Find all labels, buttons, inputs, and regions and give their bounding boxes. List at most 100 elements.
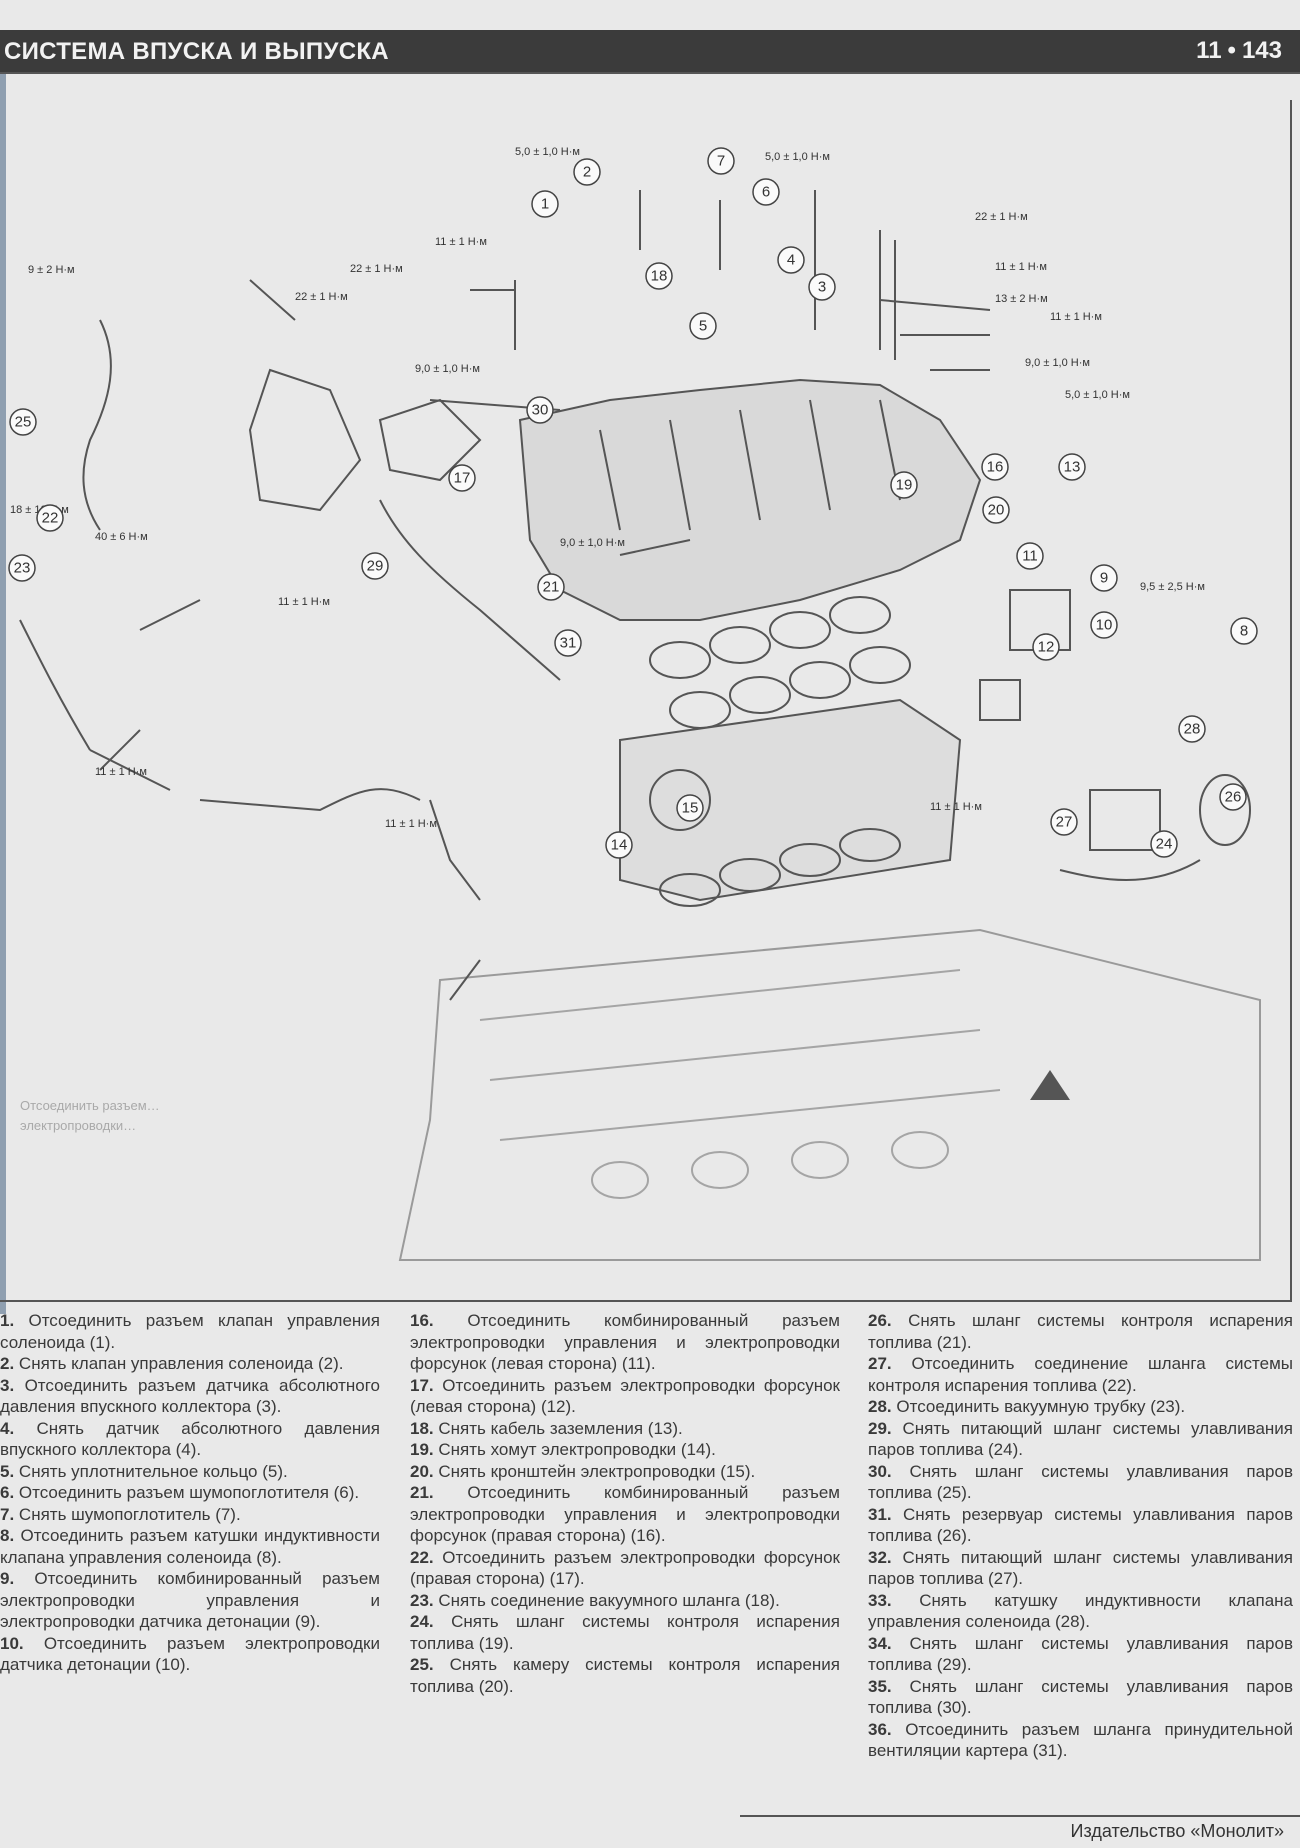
step-30: 30. Снять шланг системы улавливания паро… [868,1461,1293,1503]
step-24: 24. Снять шланг системы контроля испарен… [410,1612,840,1653]
svg-text:19: 19 [896,477,913,494]
svg-text:28: 28 [1184,721,1201,738]
svg-text:30: 30 [532,402,549,419]
step-9: 9. Отсоединить комбинированный разъем эл… [0,1569,380,1631]
step-6: 6. Отсоединить разъем шумопоглотителя (6… [0,1483,360,1502]
publisher-label: Издательство «Монолит» [1070,1821,1284,1841]
svg-text:4: 4 [787,252,795,269]
svg-text:20: 20 [988,502,1005,519]
svg-text:9,0 ± 1,0 Н·м: 9,0 ± 1,0 Н·м [415,363,480,375]
step-31: 31. Снять резервуар системы улавливания … [868,1504,1293,1546]
page-number: 11•143 [1196,37,1282,65]
footer-rule [740,1815,1300,1817]
section-title: СИСТЕМА ВПУСКА И ВЫПУСКА [4,38,389,65]
gasket-upper [649,596,911,729]
step-35: 35. Снять шланг системы улавливания паро… [868,1676,1293,1718]
step-27: 27. Отсоединить соединение шланга систем… [868,1354,1293,1395]
step-8: 8. Отсоединить разъем катушки индуктивно… [0,1526,380,1567]
svg-text:8: 8 [1240,623,1248,640]
svg-text:25: 25 [15,414,32,431]
svg-text:9,0 ± 1,0 Н·м: 9,0 ± 1,0 Н·м [560,537,625,549]
svg-text:15: 15 [682,800,699,817]
step-17: 17. Отсоединить разъем электропроводки ф… [410,1375,840,1417]
step-21: 21. Отсоединить комбинированный разъем э… [410,1483,840,1545]
header-rule [0,72,1300,74]
page-header: СИСТЕМА ВПУСКА И ВЫПУСКА 11•143 [0,30,1300,72]
step-19: 19. Снять хомут электропроводки (14). [410,1440,716,1459]
svg-text:14: 14 [611,837,628,854]
svg-text:11 ± 1 Н·м: 11 ± 1 Н·м [995,261,1047,273]
svg-text:11 ± 1 Н·м: 11 ± 1 Н·м [278,596,330,608]
svg-text:22 ± 1 Н·м: 22 ± 1 Н·м [295,291,348,303]
instructions-column-2: 16. Отсоединить комбинированный разъем э… [410,1310,840,1697]
svg-text:13 ± 2 Н·м: 13 ± 2 Н·м [995,293,1048,305]
step-33: 33. Снять катушку индуктивности клапана … [868,1590,1293,1632]
step-2: 2. Снять клапан управления соленоида (2)… [0,1354,344,1373]
step-7: 7. Снять шумопоглотитель (7). [0,1504,241,1524]
svg-text:5,0 ± 1,0 Н·м: 5,0 ± 1,0 Н·м [1065,389,1130,401]
svg-text:11 ± 1 Н·м: 11 ± 1 Н·м [435,236,487,248]
svg-text:10: 10 [1096,617,1113,634]
separator-dot: • [1227,37,1236,64]
svg-text:17: 17 [454,470,471,487]
svg-text:22: 22 [42,510,59,527]
svg-text:5,0 ± 1,0 Н·м: 5,0 ± 1,0 Н·м [765,151,830,163]
svg-text:12: 12 [1038,639,1055,656]
svg-text:7: 7 [717,153,725,170]
svg-text:40 ± 6 Н·м: 40 ± 6 Н·м [95,531,148,543]
step-10: 10. Отсоединить разъем электропроводки д… [0,1633,380,1675]
svg-text:24: 24 [1156,836,1173,853]
svg-text:9: 9 [1100,570,1108,587]
svg-text:11 ± 1 Н·м: 11 ± 1 Н·м [385,818,437,830]
instructions-column-3: 26. Снять шланг системы контроля испарен… [868,1310,1293,1762]
step-1: 1. Отсоединить разъем клапан управления … [0,1311,380,1352]
svg-text:27: 27 [1056,814,1073,831]
step-25: 25. Снять камеру системы контроля испаре… [410,1655,840,1696]
svg-text:6: 6 [762,184,770,201]
svg-text:1: 1 [541,196,549,213]
svg-text:22 ± 1 Н·м: 22 ± 1 Н·м [350,263,403,275]
svg-text:16: 16 [987,459,1004,476]
svg-text:5,0 ± 1,0 Н·м: 5,0 ± 1,0 Н·м [515,146,580,158]
exploded-view-figure: Отсоединить разъем… электропроводки… 5,0… [0,100,1292,1302]
page-edge-strip [0,74,6,1314]
svg-text:9,0 ± 1,0 Н·м: 9,0 ± 1,0 Н·м [1025,357,1090,369]
step-18: 18. Снять кабель заземления (13). [410,1418,683,1438]
intake-manifold-diagram: Отсоединить разъем… электропроводки… 5,0… [8,146,1261,1261]
svg-text:29: 29 [367,558,384,575]
step-5: 5. Снять уплотнительное кольцо (5). [0,1461,288,1481]
step-20: 20. Снять кронштейн электропроводки (15)… [410,1461,756,1481]
step-34: 34. Снять шланг системы улавливания паро… [868,1633,1293,1675]
step-23: 23. Снять соединение вакуумного шланга (… [410,1590,780,1610]
svg-text:3: 3 [818,279,826,296]
step-26: 26. Снять шланг системы контроля испарен… [868,1311,1293,1352]
svg-text:5: 5 [699,318,707,335]
svg-text:2: 2 [583,164,591,181]
chapter-number: 11 [1196,37,1222,64]
svg-text:18: 18 [651,268,668,285]
svg-text:9 ± 2 Н·м: 9 ± 2 Н·м [28,264,75,276]
instructions-section: 1. Отсоединить разъем клапан управления … [0,1310,1300,1780]
step-28: 28. Отсоединить вакуумную трубку (23). [868,1397,1186,1416]
svg-text:22 ± 1 Н·м: 22 ± 1 Н·м [975,211,1028,223]
svg-text:31: 31 [560,635,577,652]
svg-text:11: 11 [1022,548,1038,565]
svg-text:Отсоединить разъем…: Отсоединить разъем… [20,1098,160,1113]
step-3: 3. Отсоединить разъем датчика абсолютног… [0,1375,380,1417]
page-number-value: 143 [1241,37,1282,64]
svg-text:21: 21 [543,579,560,596]
svg-text:23: 23 [14,560,31,577]
step-4: 4. Снять датчик абсолютного давления впу… [0,1418,381,1460]
step-32: 32. Снять питающий шланг системы улавлив… [868,1547,1293,1589]
step-16: 16. Отсоединить комбинированный разъем э… [410,1311,840,1373]
svg-text:электропроводки…: электропроводки… [20,1118,136,1133]
svg-text:11 ± 1 Н·м: 11 ± 1 Н·м [95,766,147,778]
svg-text:26: 26 [1225,789,1242,806]
step-29: 29. Снять питающий шланг системы улавлив… [868,1418,1293,1460]
svg-text:11 ± 1 Н·м: 11 ± 1 Н·м [930,801,982,813]
svg-text:9,5 ± 2,5 Н·м: 9,5 ± 2,5 Н·м [1140,581,1205,593]
instructions-column-1: 1. Отсоединить разъем клапан управления … [0,1310,380,1676]
step-36: 36. Отсоединить разъем шланга принудител… [868,1719,1293,1761]
svg-text:11 ± 1 Н·м: 11 ± 1 Н·м [1050,311,1102,323]
step-22: 22. Отсоединить разъем электропроводки ф… [410,1547,840,1589]
